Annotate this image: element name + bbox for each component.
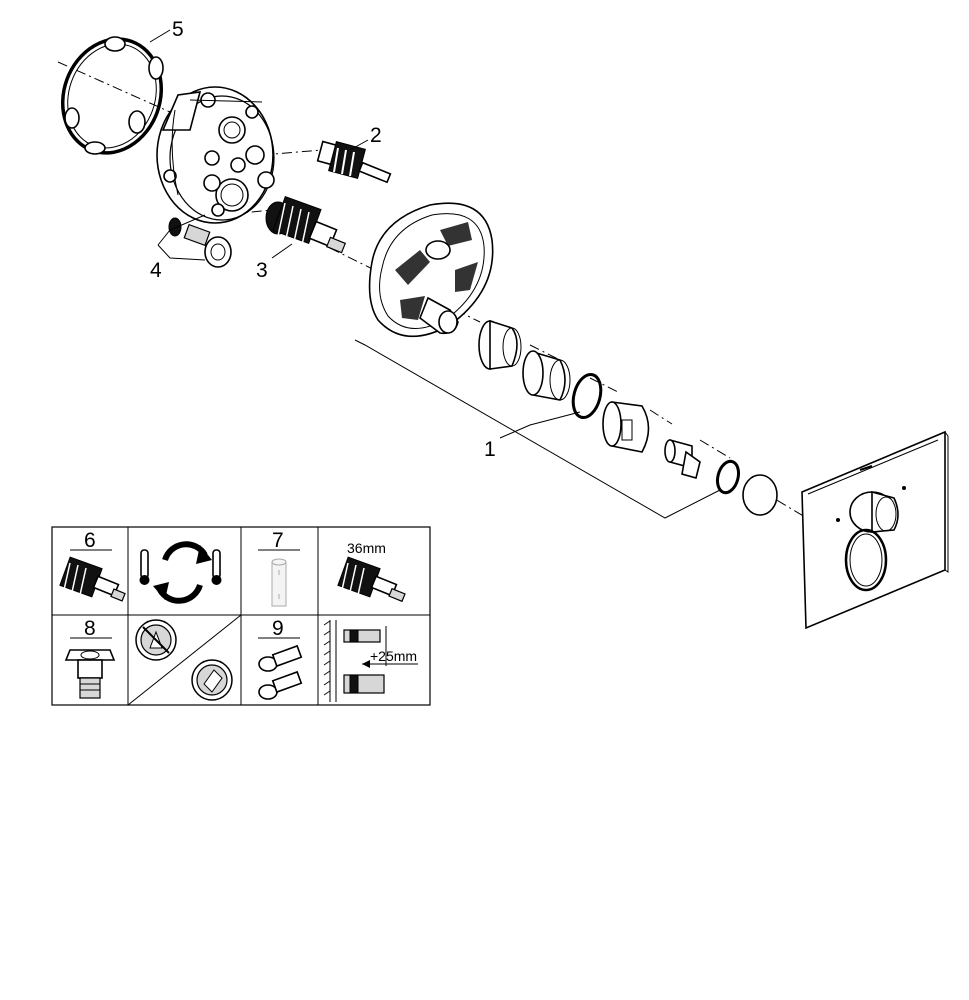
callout-2: 2 xyxy=(370,124,382,147)
stop-valve-icon xyxy=(64,649,116,699)
rough-in-valve-body xyxy=(156,86,275,224)
head-shower-handshower-icon xyxy=(127,614,242,706)
svg-text:36mm: 36mm xyxy=(347,540,386,556)
svg-text:+25mm: +25mm xyxy=(370,648,417,664)
part-4-check-valve-set: 4 xyxy=(150,214,232,282)
callout-1: 1 xyxy=(484,438,496,461)
trim-plate-with-handle xyxy=(801,430,949,630)
part-3-thermostatic-cartridge: 3 xyxy=(256,195,347,282)
svg-text:7: 7 xyxy=(272,529,284,552)
extension-set-icon xyxy=(258,644,303,700)
wall-extension-icon xyxy=(323,620,418,702)
cell-36mm: 36mm xyxy=(337,540,406,603)
cell-8: 8 xyxy=(64,617,116,699)
temperature-reverse-icon xyxy=(139,541,222,604)
cell-plus-25mm: +25mm xyxy=(323,620,418,702)
part-1-trim-set: 1 xyxy=(354,319,778,519)
svg-text:6: 6 xyxy=(84,529,96,552)
svg-text:9: 9 xyxy=(272,617,284,640)
part-2-cartridge: 2 xyxy=(316,124,392,184)
cell-7: 7 xyxy=(258,529,300,607)
cell-6: 6 xyxy=(59,529,126,602)
cell-9: 9 xyxy=(258,617,303,700)
part-5-gasket: 5 xyxy=(60,18,184,155)
assembly-axis xyxy=(57,61,811,521)
svg-text:8: 8 xyxy=(84,617,96,640)
callout-5: 5 xyxy=(172,18,184,41)
mounting-plate xyxy=(368,202,494,338)
callout-3: 3 xyxy=(256,259,268,282)
cartridge-36mm-icon xyxy=(337,556,406,603)
callout-4: 4 xyxy=(150,259,162,282)
extension-sleeve-icon xyxy=(271,558,287,607)
accessory-table: 6 7 xyxy=(51,526,431,706)
thermostatic-cartridge-icon xyxy=(59,556,126,602)
